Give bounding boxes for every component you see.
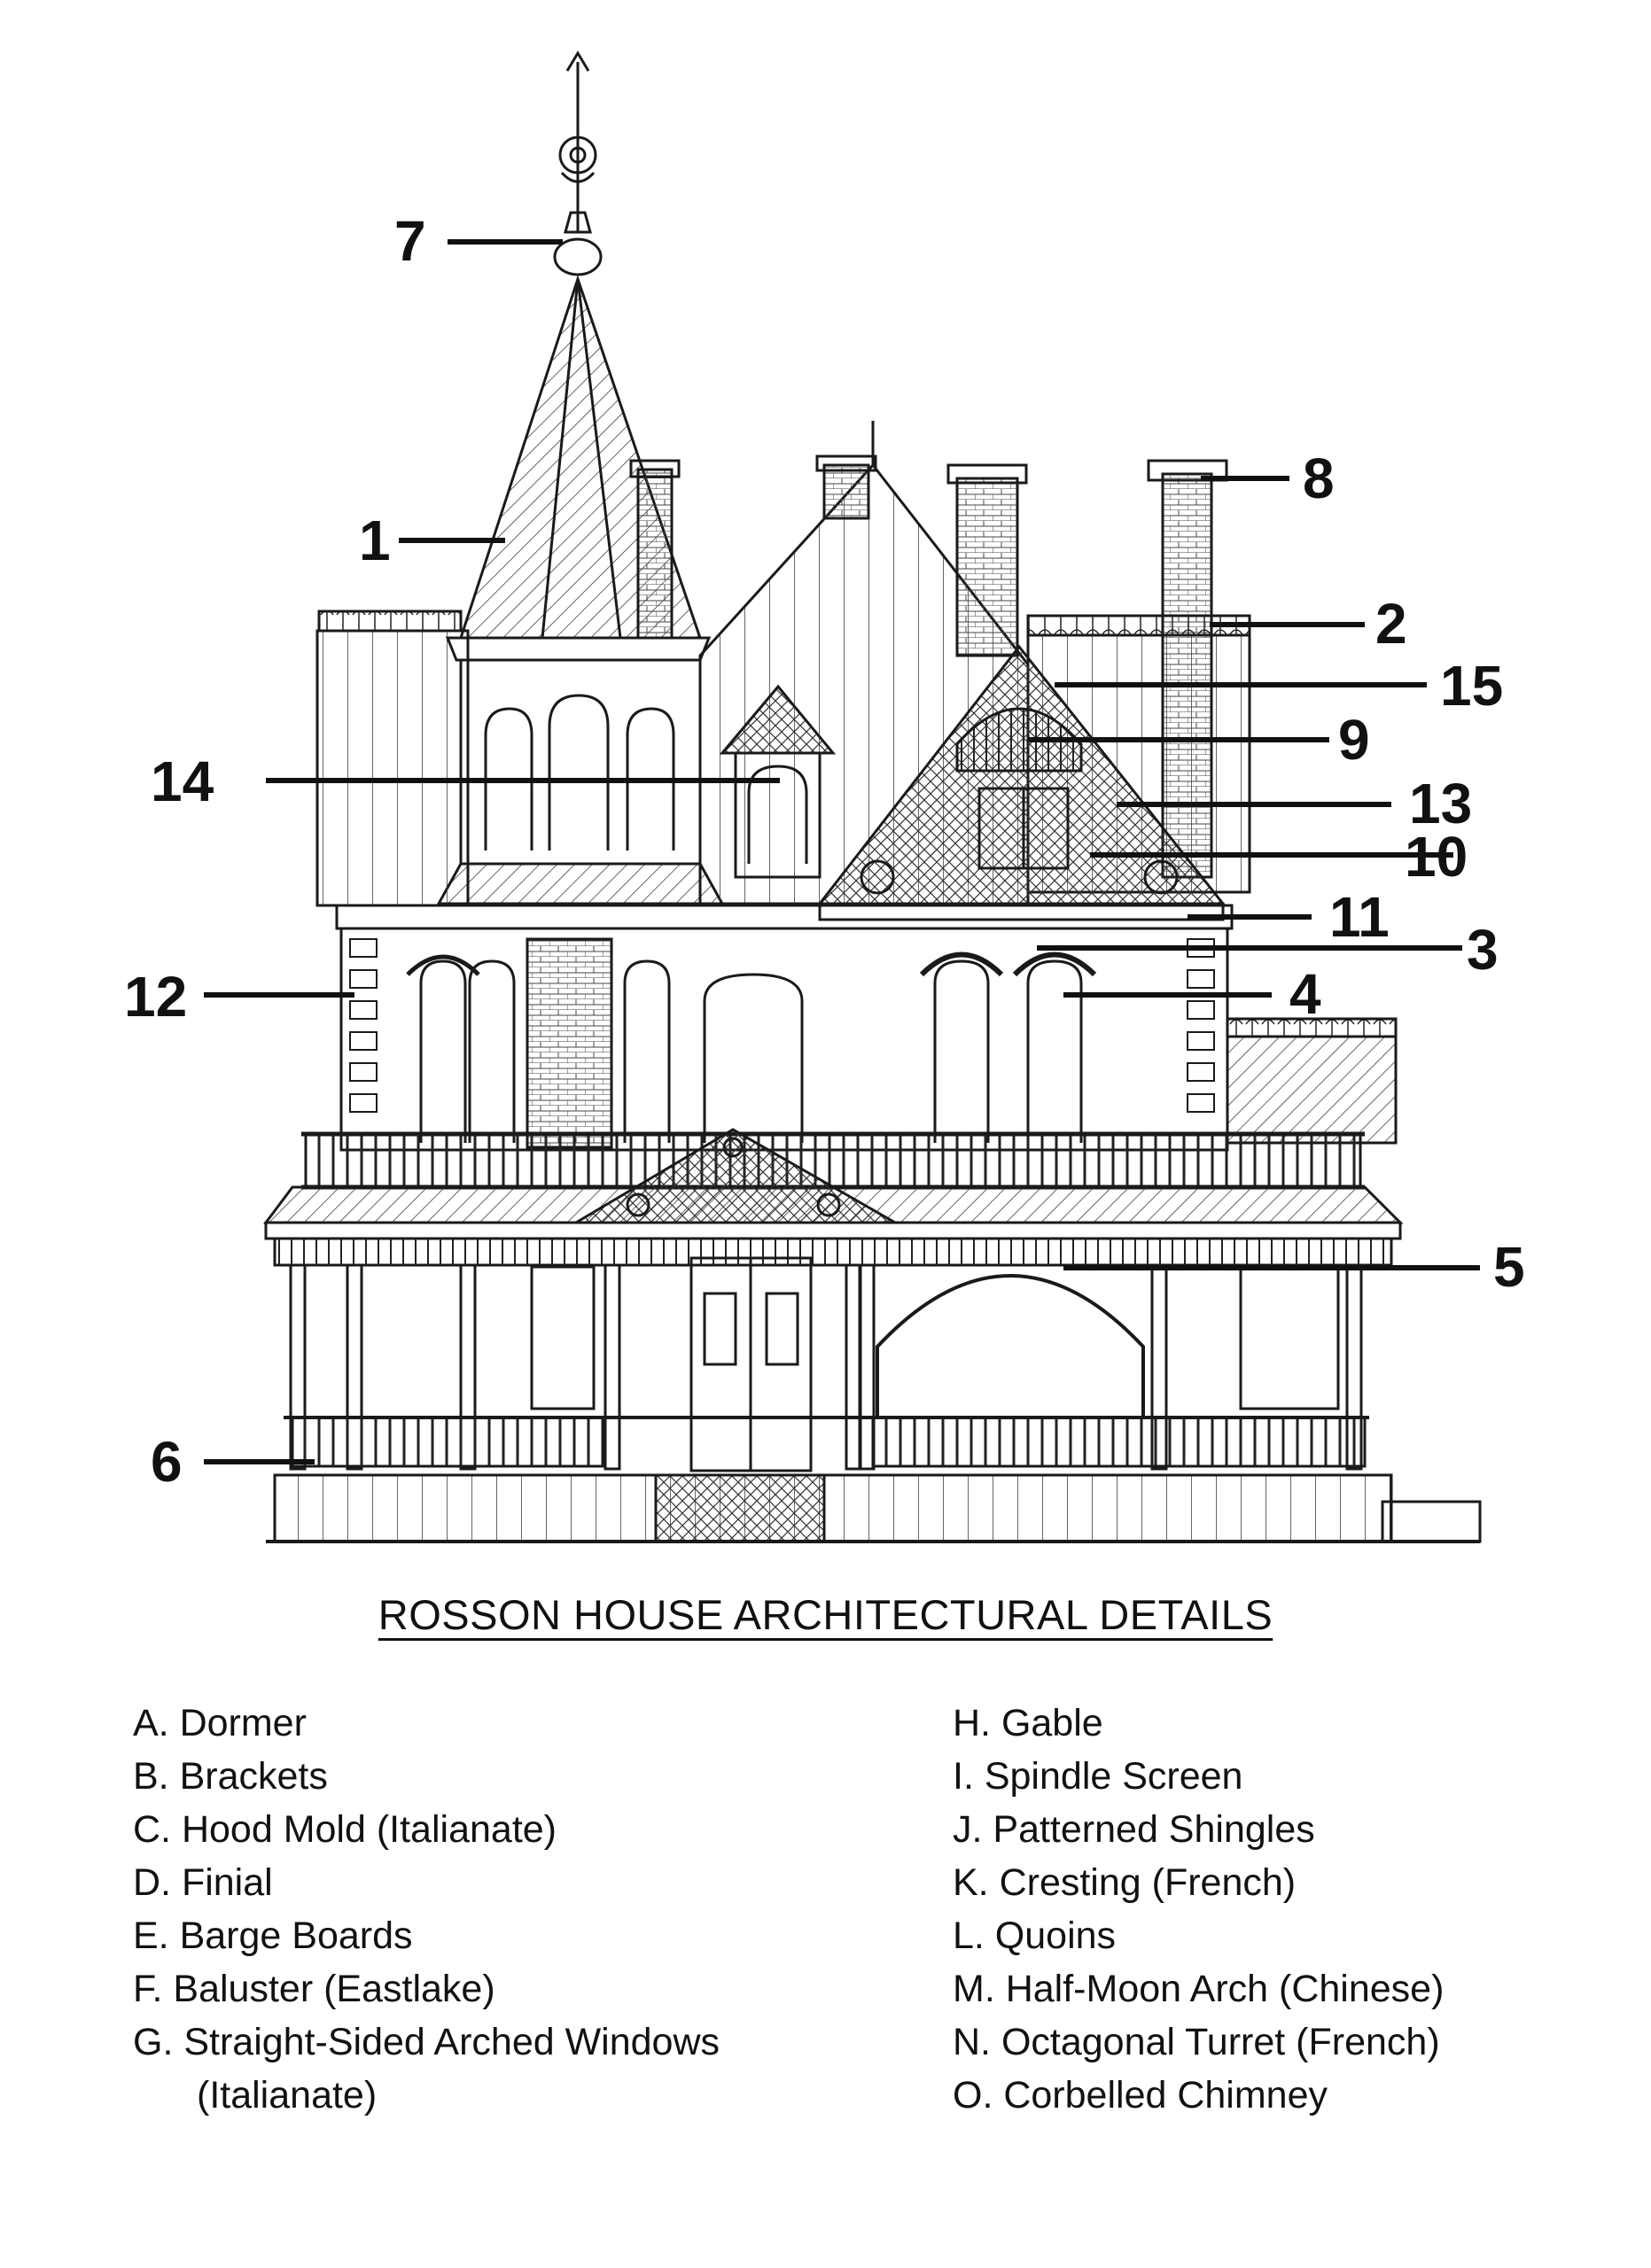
- porch-spindle-screen: [273, 1237, 1393, 1267]
- house-elevation-drawing: [263, 50, 1482, 1543]
- legend-left-column: A. Dormer B. Brackets C. Hood Mold (Ital…: [133, 1697, 720, 2122]
- leader-8: [1201, 476, 1289, 481]
- leader-1: [399, 538, 505, 543]
- callout-4: 4: [1289, 962, 1321, 1026]
- legend-item: L. Quoins: [953, 1915, 1117, 1957]
- leader-2: [1210, 622, 1365, 627]
- leader-13: [1117, 802, 1391, 807]
- legend-item: G. Straight-Sided Arched Windows: [133, 2021, 720, 2063]
- legend-item: D. Finial: [133, 1861, 273, 1904]
- porch-columns: [289, 1256, 1363, 1472]
- legend-item: A. Dormer: [133, 1702, 307, 1744]
- callout-6: 6: [151, 1430, 183, 1494]
- callout-13: 13: [1409, 772, 1473, 835]
- legend-item: K. Cresting (French): [953, 1861, 1297, 1904]
- callout-1: 1: [359, 509, 391, 572]
- legend-item-continuation: (Italianate): [197, 2074, 378, 2117]
- upper-balustrade: [301, 1131, 1365, 1190]
- main-facade: [335, 904, 1398, 1152]
- leader-14: [266, 778, 780, 783]
- legend-item: O. Corbelled Chimney: [953, 2074, 1328, 2117]
- legend-right-column: H. Gable I. Spindle Screen J. Patterned …: [953, 1697, 1444, 2122]
- legend-item: H. Gable: [953, 1702, 1103, 1744]
- finial: [553, 50, 603, 276]
- callout-3: 3: [1467, 918, 1499, 982]
- porch-roof: [263, 1128, 1404, 1240]
- legend-item: B. Brackets: [133, 1755, 328, 1798]
- legend-item: F. Baluster (Eastlake): [133, 1968, 495, 2010]
- legend-item: M. Half-Moon Arch (Chinese): [953, 1968, 1445, 2010]
- lower-balustrade: [266, 1416, 1482, 1543]
- diagram-title: ROSSON HOUSE ARCHITECTURAL DETAILS: [378, 1591, 1273, 1638]
- callout-9: 9: [1338, 708, 1370, 772]
- legend-item: I. Spindle Screen: [953, 1755, 1243, 1798]
- legend-item: E. Barge Boards: [133, 1915, 413, 1957]
- callout-12: 12: [124, 965, 188, 1029]
- leader-12: [204, 992, 354, 998]
- leader-5: [1063, 1265, 1480, 1270]
- legend-item: N. Octagonal Turret (French): [953, 2021, 1440, 2063]
- callout-14: 14: [151, 750, 214, 813]
- leader-4: [1063, 992, 1272, 998]
- leader-6: [204, 1459, 315, 1464]
- left-wing: [315, 610, 470, 907]
- callout-7: 7: [394, 209, 426, 273]
- leader-7: [448, 239, 563, 245]
- callout-15: 15: [1440, 654, 1504, 718]
- leader-3: [1037, 945, 1462, 951]
- callout-11: 11: [1329, 885, 1390, 949]
- front-gable: [816, 644, 1227, 921]
- leader-10: [1090, 852, 1453, 858]
- callout-8: 8: [1303, 447, 1335, 510]
- callout-10: 10: [1405, 825, 1468, 889]
- callout-5: 5: [1493, 1235, 1525, 1299]
- callout-2: 2: [1375, 592, 1407, 656]
- leader-9: [1028, 737, 1329, 742]
- legend-item: J. Patterned Shingles: [953, 1808, 1315, 1851]
- leader-11: [1188, 914, 1312, 920]
- leader-15: [1055, 682, 1427, 687]
- legend-item: C. Hood Mold (Italianate): [133, 1808, 557, 1851]
